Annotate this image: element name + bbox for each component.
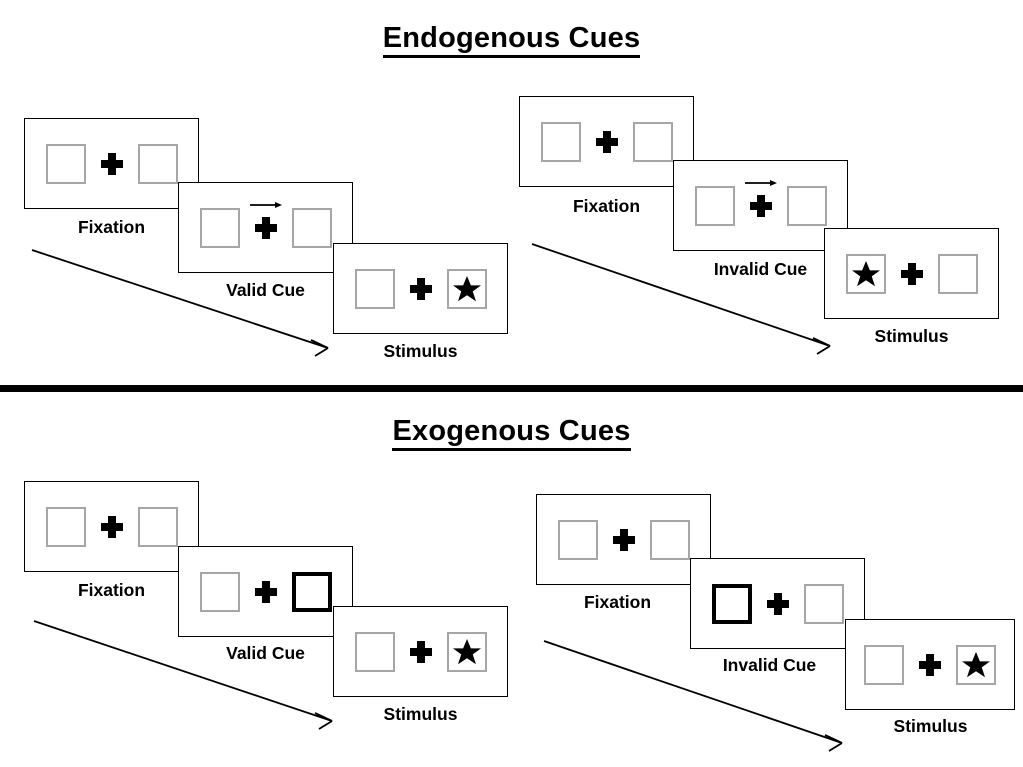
panel-endogenous-invalid-stimulus[interactable] [824,228,999,319]
caption-exogenous-valid-fixation: Fixation [77,580,146,600]
placeholder-square-left [199,571,240,612]
placeholder-square-left [557,519,598,560]
right-arrow-cue-icon [249,201,282,208]
panel-endogenous-valid-cue[interactable] [178,182,353,273]
peripheral-cue-square-left [711,583,752,624]
caption-endogenous-valid-stimulus: Stimulus [383,341,458,361]
placeholder-square-left [45,506,86,547]
placeholder-square-left [354,631,395,672]
panel-endogenous-invalid-cue[interactable] [673,160,848,251]
placeholder-square-right [956,644,996,685]
placeholder-square-left [199,207,240,248]
fixation-cross-icon [100,515,124,539]
panel-exogenous-invalid-stimulus[interactable] [845,619,1015,710]
caption-endogenous-valid-fixation: Fixation [77,217,146,237]
placeholder-square-left [540,121,581,162]
caption-endogenous-invalid-fixation: Fixation [572,196,641,216]
fixation-cross-icon [254,580,278,604]
placeholder-square-right [137,143,178,184]
caption-exogenous-invalid-cue: Invalid Cue [722,655,817,675]
fixation-cross-icon [918,653,942,677]
panel-exogenous-valid-fixation[interactable] [24,481,199,572]
placeholder-square-right [291,207,332,248]
star-icon [452,275,481,301]
caption-endogenous-invalid-stimulus: Stimulus [874,326,949,346]
panel-endogenous-valid-stimulus[interactable] [333,243,508,334]
star-icon [452,638,481,664]
placeholder-square-left [45,143,86,184]
panel-endogenous-valid-fixation[interactable] [24,118,199,209]
caption-endogenous-invalid-cue: Invalid Cue [713,259,808,279]
placeholder-square-left [845,253,886,294]
section-title-endogenous: Endogenous Cues [0,22,1023,58]
right-arrow-cue-icon [744,179,777,186]
fixation-cross-icon [766,592,790,616]
placeholder-square-right [632,121,673,162]
fixation-cross-icon [100,152,124,176]
caption-exogenous-invalid-stimulus: Stimulus [893,716,968,736]
placeholder-square-right [803,583,844,624]
placeholder-square-right [446,631,487,672]
panel-exogenous-invalid-cue[interactable] [690,558,865,649]
star-icon [851,260,880,286]
star-icon [962,651,990,677]
fixation-cross-icon [744,179,777,218]
placeholder-square-right [937,253,978,294]
peripheral-cue-square-right [291,571,332,612]
placeholder-square-left [694,185,735,226]
section-title-endogenous-text: Endogenous Cues [382,22,641,58]
placeholder-square-left [354,268,395,309]
fixation-cross-icon [409,277,433,301]
caption-exogenous-invalid-fixation: Fixation [583,592,652,612]
caption-exogenous-valid-stimulus: Stimulus [383,704,458,724]
section-divider [0,385,1023,392]
fixation-cross-icon [249,201,282,240]
fixation-cross-icon [612,528,636,552]
section-title-exogenous-text: Exogenous Cues [392,415,631,451]
caption-exogenous-valid-cue: Valid Cue [226,643,305,663]
fixation-cross-icon [595,130,619,154]
placeholder-square-right [786,185,827,226]
placeholder-square-right [137,506,178,547]
placeholder-square-right [446,268,487,309]
panel-exogenous-valid-stimulus[interactable] [333,606,508,697]
panel-exogenous-invalid-fixation[interactable] [536,494,711,585]
time-progression-arrow-icon [531,243,831,355]
placeholder-square-right [649,519,690,560]
caption-endogenous-valid-cue: Valid Cue [226,280,305,300]
section-title-exogenous: Exogenous Cues [0,415,1023,451]
panel-exogenous-valid-cue[interactable] [178,546,353,637]
fixation-cross-icon [409,640,433,664]
panel-endogenous-invalid-fixation[interactable] [519,96,694,187]
placeholder-square-left [864,644,904,685]
fixation-cross-icon [900,262,924,286]
